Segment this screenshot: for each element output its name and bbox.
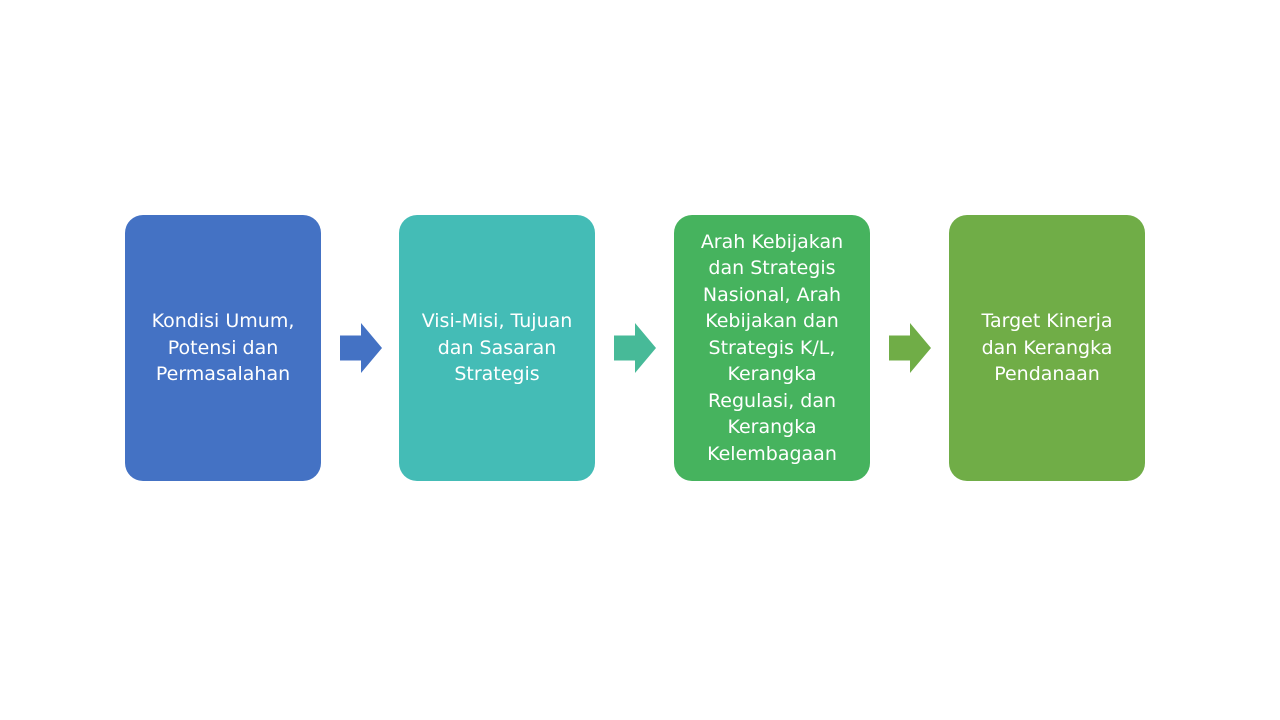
step-label: Arah Kebijakan dan Strategis Nasional, A…: [700, 230, 844, 465]
step-label: Target Kinerja dan Kerangka Pendanaan: [981, 310, 1113, 386]
right-arrow-icon: [340, 323, 382, 373]
step-box-visi-misi: Visi-Misi, Tujuan dan Sasaran Strategis: [399, 215, 595, 481]
step-box-target-kinerja: Target Kinerja dan Kerangka Pendanaan: [949, 215, 1145, 481]
step-box-kondisi-umum: Kondisi Umum, Potensi dan Permasalahan: [125, 215, 321, 481]
right-arrow-icon: [889, 323, 931, 373]
arrow-shape: [614, 323, 656, 373]
arrow-shape: [340, 323, 382, 373]
step-label: Kondisi Umum, Potensi dan Permasalahan: [151, 310, 295, 386]
arrow-shape: [889, 323, 931, 373]
step-box-arah-kebijakan: Arah Kebijakan dan Strategis Nasional, A…: [674, 215, 870, 481]
right-arrow-icon: [614, 323, 656, 373]
step-label: Visi-Misi, Tujuan dan Sasaran Strategis: [421, 310, 573, 386]
